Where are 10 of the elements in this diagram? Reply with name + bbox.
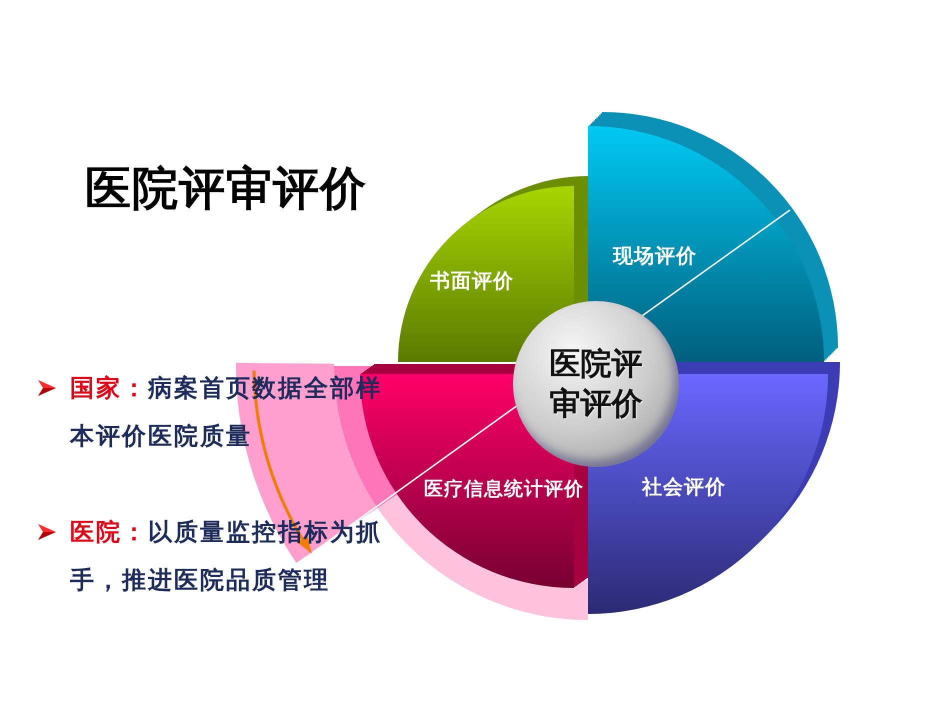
sector-label: 书面评价: [430, 268, 514, 294]
sector-label: 现场评价: [613, 244, 697, 268]
circle-label: 医院评审评价: [548, 345, 644, 424]
bullet-term: 医院：: [70, 518, 148, 546]
bullet-text: 手，推进医院品质管理: [70, 566, 330, 594]
sector-label: 社会评价: [642, 474, 726, 500]
bullet-text: 本评价医院质量: [70, 422, 252, 450]
sector-label: 医疗信息统计评价: [424, 478, 584, 502]
title: 医院评审评价: [85, 160, 367, 216]
bullet-term: 国家：: [70, 374, 148, 402]
